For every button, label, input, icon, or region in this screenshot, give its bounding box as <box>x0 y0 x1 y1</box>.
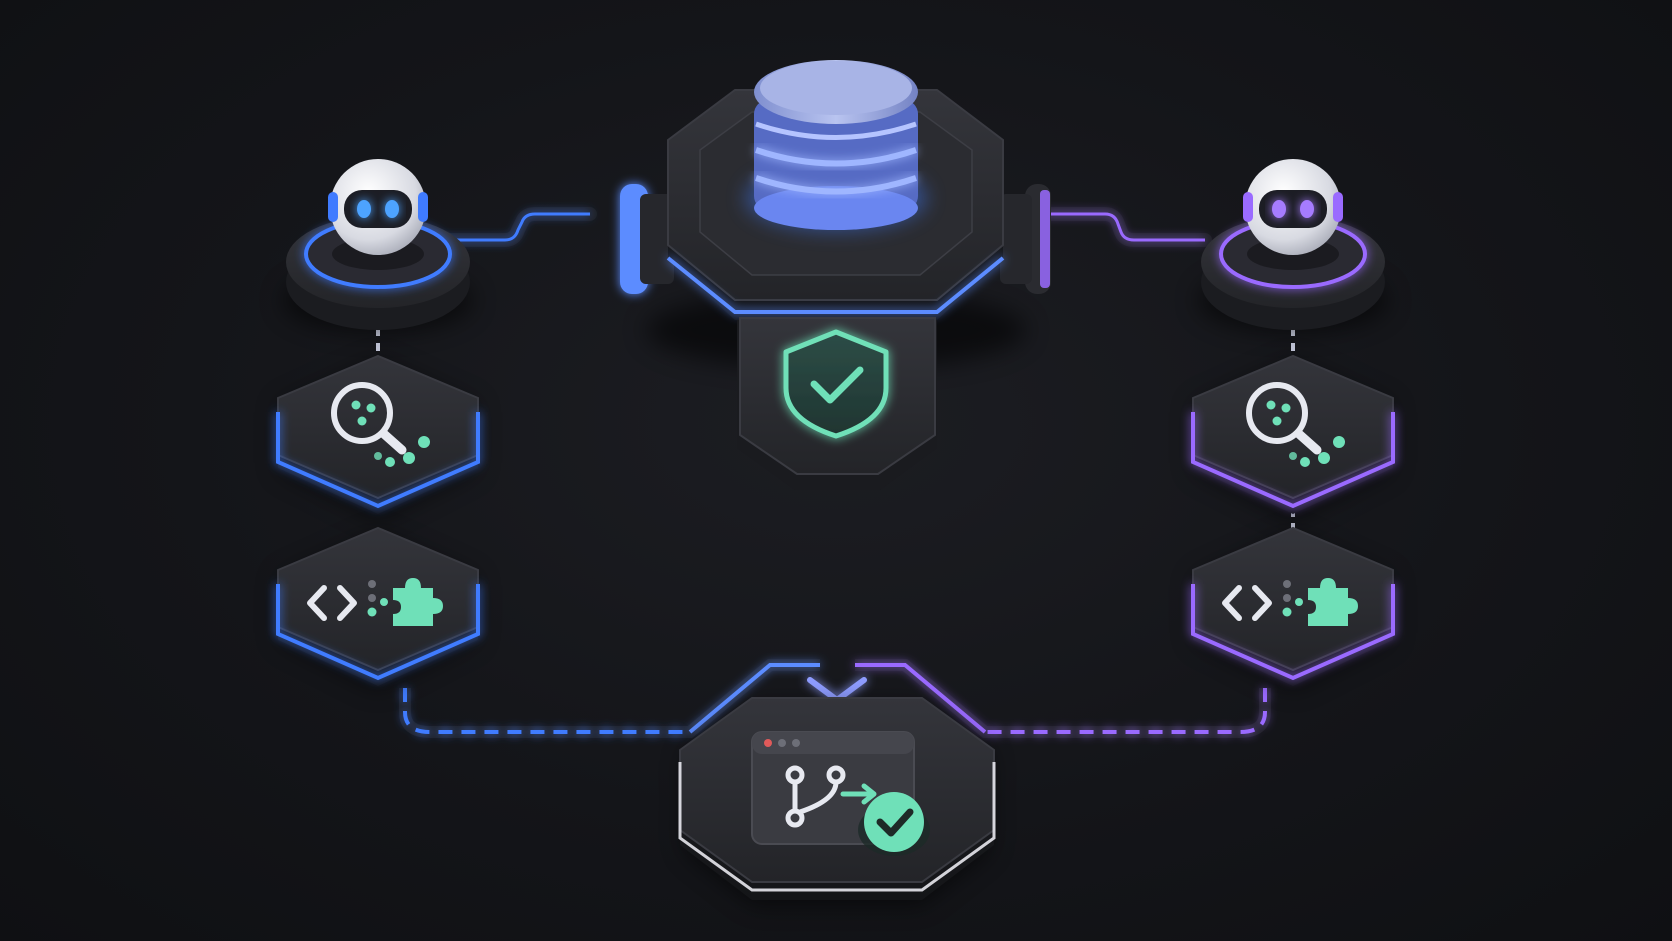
security-check-node[interactable] <box>737 318 937 490</box>
robot-icon <box>328 159 428 270</box>
connector-agent-right-to-database <box>1045 214 1205 240</box>
agent-right-node[interactable] <box>1198 159 1388 332</box>
connector-agent-left-to-database <box>438 214 590 240</box>
hub-port-right <box>1000 184 1051 294</box>
code-left-node[interactable] <box>278 528 478 690</box>
hub-port-left <box>620 184 674 294</box>
agent-left-node[interactable] <box>283 159 473 332</box>
robot-icon <box>1243 159 1343 270</box>
database-icon <box>746 60 926 230</box>
search-left-node[interactable] <box>278 356 478 520</box>
merge-result-node[interactable] <box>680 698 994 905</box>
search-right-node[interactable] <box>1193 356 1393 520</box>
shield-check-icon <box>786 332 886 436</box>
code-right-node[interactable] <box>1193 528 1393 690</box>
